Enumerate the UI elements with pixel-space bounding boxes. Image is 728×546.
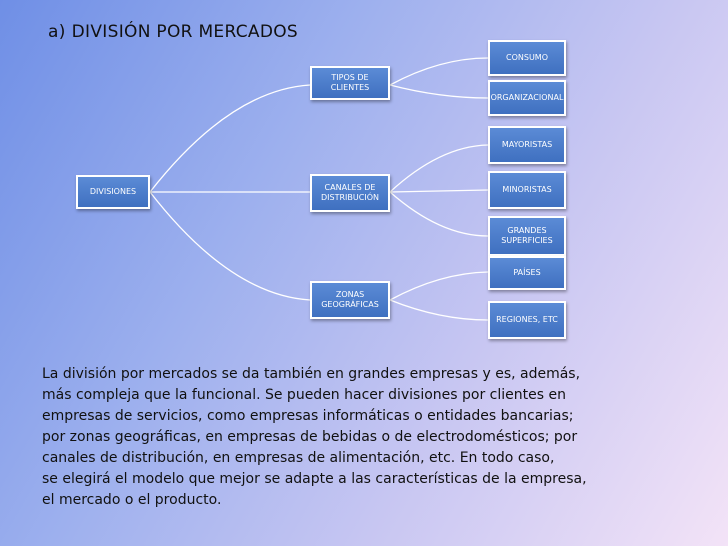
paragraph-line: por zonas geográficas, en empresas de be…: [42, 429, 578, 445]
link-tipos-consumo: [389, 57, 489, 86]
paragraph-line: empresas de servicios, como empresas inf…: [42, 408, 574, 424]
node-organizacional: ORGANIZACIONAL: [488, 80, 566, 116]
link-zonas-paises: [389, 271, 489, 301]
description-paragraph: La división por mercados se da también e…: [42, 364, 722, 511]
node-paises: PAÍSES: [488, 256, 566, 290]
node-consumo: CONSUMO: [488, 40, 566, 76]
link-canales-mayoristas: [389, 144, 489, 193]
paragraph-line: La división por mercados se da también e…: [42, 366, 581, 382]
link-root-zonas: [149, 191, 311, 301]
slide-title: a)DIVISIÓN POR MERCADOS: [48, 22, 298, 42]
paragraph-line: el mercado o el producto.: [42, 492, 222, 508]
node-divisiones: DIVISIONES: [76, 175, 150, 209]
node-mayoristas: MAYORISTAS: [488, 126, 566, 164]
node-zonas-geograficas: ZONAS GEOGRÁFICAS: [310, 281, 390, 319]
node-regiones: REGIONES, ETC: [488, 301, 566, 339]
node-tipos-de-clientes: TIPOS DE CLIENTES: [310, 66, 390, 100]
link-root-tipos: [149, 84, 311, 193]
paragraph-line: más compleja que la funcional. Se pueden…: [42, 387, 566, 403]
link-zonas-regiones: [389, 299, 489, 321]
node-canales-de-distribucion: CANALES DE DISTRIBUCIÓN: [310, 174, 390, 212]
node-grandes-superficies: GRANDES SUPERFICIES: [488, 216, 566, 256]
paragraph-line: se elegirá el modelo que mejor se adapte…: [42, 471, 587, 487]
title-text: DIVISIÓN POR MERCADOS: [71, 22, 298, 42]
node-minoristas: MINORISTAS: [488, 171, 566, 209]
title-marker: a): [48, 22, 66, 42]
link-tipos-organizacional: [389, 84, 489, 99]
link-canales-minoristas: [389, 189, 489, 193]
link-canales-grandes: [389, 191, 489, 237]
paragraph-line: canales de distribución, en empresas de …: [42, 450, 555, 466]
